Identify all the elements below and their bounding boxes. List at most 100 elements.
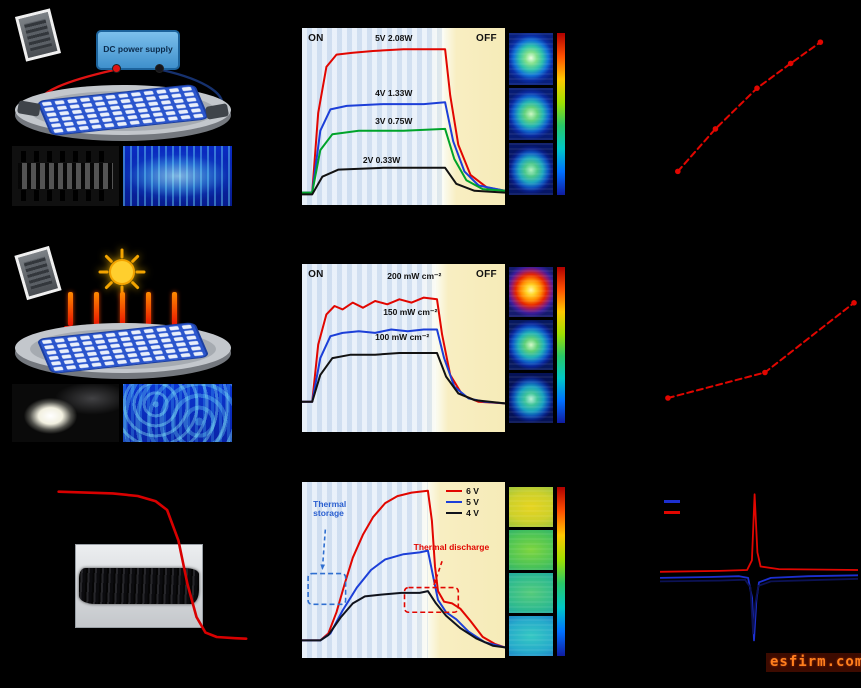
curve-label: 100 mW cm⁻² [375,331,430,342]
on-label: ON [308,269,324,281]
curve [57,490,248,640]
sample-disc [15,322,231,379]
plot-joule-heating: ON OFF 5V 2.08W 4V 1.33W 3V 0.75W 2V 0.33W [302,28,505,205]
chart-canvas [660,493,858,642]
arrowhead-icon [320,564,326,570]
data-point-marker [675,168,681,175]
on-label: ON [308,33,324,45]
curve [302,489,505,649]
chart-canvas [302,489,505,649]
chart-canvas [302,296,505,405]
annotation-box [403,586,460,614]
chart-legend [663,496,680,518]
data-point-marker [817,39,824,45]
curve [302,352,505,405]
curve [302,166,505,196]
panel-electric-setup: DC power supply [12,8,234,142]
ir-frame [509,143,553,195]
curve-label: 4V 1.33W [375,88,413,99]
curve [676,41,822,173]
sem-photo-inset [76,545,202,627]
curve-label: 150 mW cm⁻² [383,306,438,317]
curve-label: 3V 0.75W [375,115,413,126]
curve [302,590,505,649]
curve [302,101,505,194]
legend-line-icon [663,511,680,514]
ir-frame [509,88,553,140]
legend-entry [663,496,680,507]
legend-line-icon [446,489,463,493]
off-label: OFF [475,33,497,45]
dc-power-supply-label: DC power supply [103,44,173,55]
curve-label: Thermal discharge [413,541,490,552]
ir-frame [509,373,553,423]
curve [302,48,505,194]
ir-frame [509,487,553,527]
electrode-test-photo [12,146,119,206]
curve [660,574,858,642]
legend-label: 4 V [466,508,479,519]
ir-colorbar [557,487,565,656]
legend-entry: 6 V [446,486,479,497]
sample-photo-inset [14,245,62,301]
data-point-marker [712,126,719,132]
legend-line-icon [446,500,463,504]
curve [660,493,858,573]
dc-power-supply-box: DC power supply [96,30,180,73]
ir-frame [509,33,553,85]
legend-label: 6 V [466,486,479,497]
chart-canvas [675,39,824,175]
legend-label: 5 V [466,497,479,508]
plot-tga [36,483,262,657]
plot-temp-vs-intensity [660,262,858,432]
arrowhead-icon [433,578,438,585]
curve [302,549,505,649]
positive-terminal-icon [112,64,121,73]
curve [666,301,855,399]
chart-canvas [302,48,505,196]
curve-label: 5V 2.08W [375,33,413,44]
legend-line-icon [663,500,680,503]
watermark: esfirm.com [766,653,861,672]
ir-frame [509,530,553,570]
ir-colorbar [557,33,565,195]
curve-label: Thermal storage [313,498,347,518]
legend-entry: 5 V [446,497,479,508]
ir-colorbar [557,267,565,423]
curve-label: 2V 0.33W [362,155,401,166]
sample-photo-inset [14,8,62,62]
fabric-cross-section [78,567,200,605]
panel-solar-setup [12,245,234,380]
clamp-left [17,100,41,117]
curve [302,127,505,194]
curve-label: 200 mW cm⁻² [387,271,442,282]
plot-temp-vs-power [660,28,858,205]
sample-disc [15,84,231,141]
off-label: OFF [475,269,497,281]
data-point-marker [787,60,794,67]
ir-photo-electric [123,146,232,206]
data-point-marker [762,369,768,376]
fabric-sample [18,162,113,190]
light-spot-photo [12,384,119,442]
curve [302,328,505,405]
ir-frame [509,320,553,370]
plot-photothermal-heating: ON OFF 200 mW cm⁻² 150 mW cm⁻² 100 mW cm⁻² [302,264,505,432]
ir-frame [509,573,553,613]
chart-canvas [57,490,248,640]
clamp-right [205,103,229,120]
ir-frame [509,267,553,317]
on-region [302,482,428,658]
chart-canvas [665,300,857,401]
sun-icon [98,248,146,296]
annotation-arrow [321,529,327,571]
legend-entry [663,507,680,518]
data-point-marker [665,395,671,401]
ir-photo-solar [123,384,232,442]
plot-dsc [660,482,858,658]
data-point-marker [851,300,857,306]
data-point-marker [754,85,760,91]
